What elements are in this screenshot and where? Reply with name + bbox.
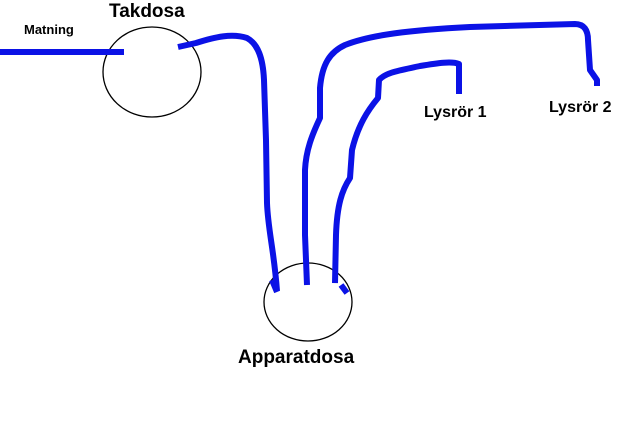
- matning-label: Matning: [24, 22, 74, 37]
- apparatdosa-stub-left: [269, 278, 280, 294]
- lysror2-label: Lysrör 2: [549, 99, 612, 116]
- apparatdosa-label: Apparatdosa: [238, 347, 355, 368]
- apparatdosa-stub-right: [338, 283, 350, 295]
- apparatdosa-to-lysror2-wire: [302, 21, 600, 286]
- lysror1-label: Lysrör 1: [424, 104, 487, 121]
- takdosa-label: Takdosa: [109, 1, 185, 22]
- apparatdosa-to-lysror1-wire: [332, 59, 462, 284]
- takdosa-box: [102, 26, 202, 118]
- takdosa-to-apparatdosa-wire: [177, 32, 280, 292]
